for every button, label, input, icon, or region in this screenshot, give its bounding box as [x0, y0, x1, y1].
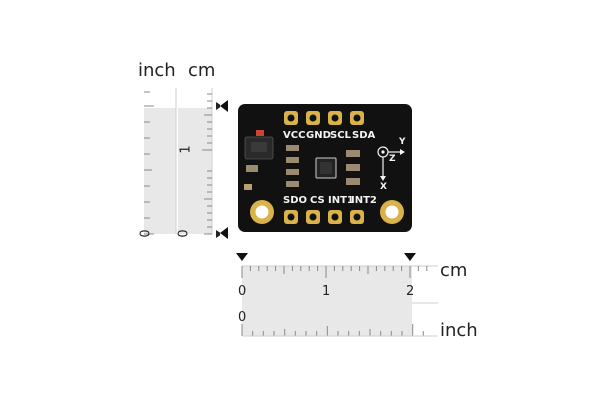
horizontal-ruler-cm-tick-0: 0: [238, 284, 247, 299]
horizontal-right-arrow: [404, 253, 416, 261]
vertical-ruler-inch-zero: 0: [138, 229, 154, 238]
vertical-ruler-cm-one: 1: [178, 145, 194, 154]
sensor-board: [238, 104, 412, 232]
horizontal-ruler-inch-zero: 0: [238, 310, 247, 325]
top-header-pads: [284, 111, 364, 125]
pin-label-sda: SDA: [352, 130, 376, 141]
pin-label-int2: INT2: [351, 195, 377, 206]
horizontal-ruler-cm-strip: [242, 266, 412, 302]
axis-label-y: Y: [399, 137, 406, 147]
top-pin-labels: VCC GND SCL SDA: [283, 130, 375, 144]
vertical-ruler-top-marker: [216, 102, 220, 110]
vertical-ruler-cm-strip: [178, 108, 212, 234]
pin-label-scl: SCL: [330, 130, 351, 141]
pin-label-int1: INT1: [328, 195, 354, 206]
horizontal-ruler-inch-unit: inch: [440, 320, 478, 341]
vertical-ruler-cm-zero: 0: [176, 229, 192, 238]
horizontal-ruler: [241, 265, 438, 337]
axis-label-z: Z: [389, 154, 396, 164]
bottom-header-pads: [284, 210, 364, 224]
axis-label-x: X: [380, 182, 387, 192]
pin-label-sdo: SDO: [283, 195, 308, 206]
pin-label-cs: CS: [310, 195, 325, 206]
vertical-ruler-cm-unit: cm: [188, 60, 216, 81]
vertical-ruler-inch-unit: inch: [138, 60, 176, 81]
horizontal-left-arrow: [236, 253, 248, 261]
vertical-top-arrow: [220, 100, 228, 112]
horizontal-ruler-cm-tick-2: 2: [406, 284, 415, 299]
horizontal-ruler-cm-unit: cm: [440, 260, 468, 281]
vertical-bottom-arrow: [220, 227, 228, 239]
bottom-pin-labels: SDO CS INT1 INT2: [283, 195, 378, 209]
pin-label-vcc: VCC: [283, 130, 306, 141]
pin-label-gnd: GND: [306, 130, 331, 141]
vertical-ruler: [144, 88, 220, 238]
vertical-ruler-bottom-marker: [216, 230, 220, 238]
horizontal-ruler-cm-tick-1: 1: [322, 284, 331, 299]
vertical-ruler-inch-strip: [144, 108, 176, 234]
